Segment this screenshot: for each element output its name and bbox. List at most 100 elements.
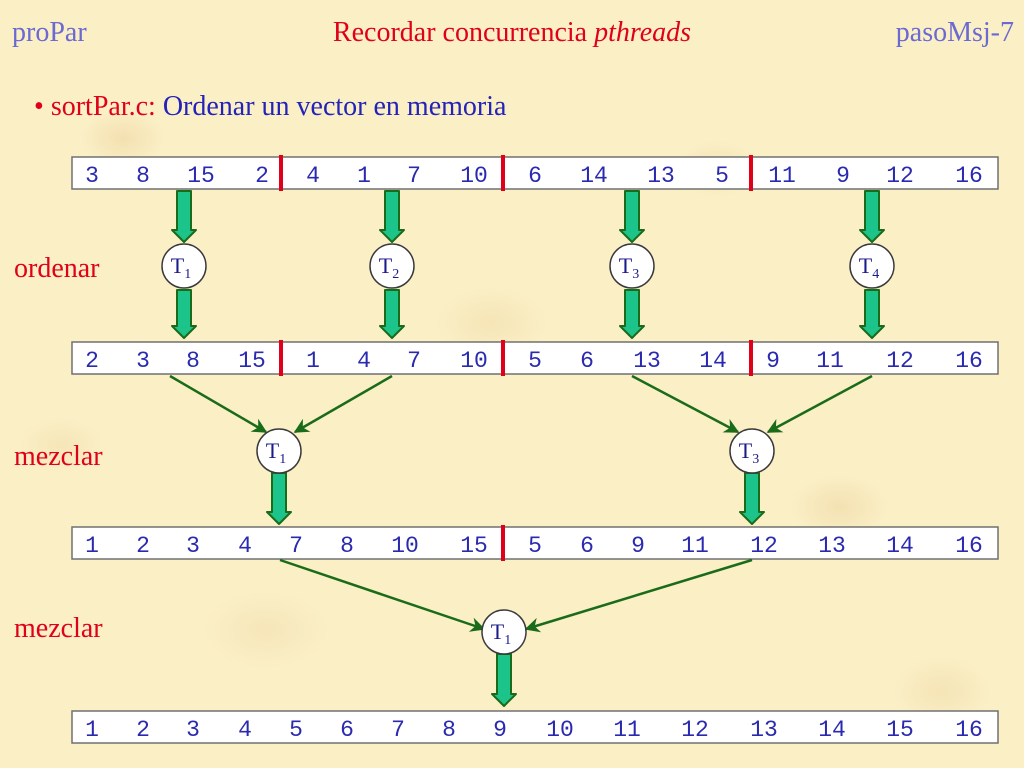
array-value: 12 bbox=[886, 348, 914, 374]
thread-t1-merge1-circle bbox=[256, 428, 302, 474]
bullet-label: sortPar.c: bbox=[50, 91, 156, 122]
array-value: 16 bbox=[955, 348, 983, 374]
array-value: 2 bbox=[255, 163, 269, 189]
thread-letter: T bbox=[739, 438, 753, 463]
arrow-to-thread-sort bbox=[619, 190, 645, 243]
thread-t4-sort: T4 bbox=[849, 243, 895, 289]
array-value: 15 bbox=[187, 163, 215, 189]
arrow-merge1-left-a bbox=[169, 374, 268, 434]
array-value: 9 bbox=[836, 163, 850, 189]
array-value: 1 bbox=[357, 163, 371, 189]
arrow-merge2-left bbox=[279, 558, 486, 632]
thread-t1-merge1-label: T1 bbox=[266, 438, 286, 467]
bullet-line: • sortPar.c: Ordenar un vector en memori… bbox=[34, 90, 506, 124]
array-value: 4 bbox=[306, 163, 320, 189]
array-value: 14 bbox=[818, 717, 846, 743]
bullet-text: Ordenar un vector en memoria bbox=[155, 91, 507, 122]
thread-subscript: 4 bbox=[872, 267, 879, 282]
array-value: 10 bbox=[546, 717, 574, 743]
array-value: 16 bbox=[955, 163, 983, 189]
bullet-marker: • bbox=[34, 91, 44, 122]
thread-t4-sort-circle bbox=[849, 243, 895, 289]
thread-subscript: 1 bbox=[504, 633, 511, 648]
array-value: 11 bbox=[681, 533, 709, 559]
arrow-from-thread-merge2 bbox=[491, 653, 517, 707]
arrow-merge2-right bbox=[524, 558, 753, 633]
arrow-to-thread-sort bbox=[859, 190, 885, 243]
array-value: 6 bbox=[528, 163, 542, 189]
array-value: 13 bbox=[647, 163, 675, 189]
array-value: 10 bbox=[391, 533, 419, 559]
thread-letter: T bbox=[619, 253, 633, 278]
slide-title-italic: pthreads bbox=[594, 17, 692, 48]
array-value: 7 bbox=[289, 533, 303, 559]
thread-t1-merge2-circle bbox=[481, 609, 527, 655]
array-value: 13 bbox=[818, 533, 846, 559]
arrow-from-thread-sort bbox=[619, 289, 645, 339]
array-value: 7 bbox=[407, 163, 421, 189]
thread-t3-sort-circle bbox=[609, 243, 655, 289]
slide-title: Recordar concurrencia pthreads bbox=[0, 16, 1024, 50]
stage-label-sort: ordenar bbox=[14, 253, 100, 284]
array-value: 11 bbox=[816, 348, 844, 374]
thread-letter: T bbox=[379, 253, 393, 278]
arrow-from-thread-merge1-right bbox=[739, 472, 765, 525]
thread-t1-sort-label: T1 bbox=[171, 253, 191, 282]
thread-t2-sort-label: T2 bbox=[379, 253, 399, 282]
arrow-to-thread-sort bbox=[379, 190, 405, 243]
thread-subscript: 2 bbox=[392, 267, 399, 282]
array-value: 12 bbox=[681, 717, 709, 743]
array-value: 14 bbox=[699, 348, 727, 374]
stage-label-merge-1: mezclar bbox=[14, 441, 103, 472]
arrow-from-thread-sort bbox=[379, 289, 405, 339]
array-value: 7 bbox=[407, 348, 421, 374]
array-value: 2 bbox=[136, 717, 150, 743]
array-value: 12 bbox=[750, 533, 778, 559]
array-value: 8 bbox=[186, 348, 200, 374]
array-value: 13 bbox=[633, 348, 661, 374]
array-value: 14 bbox=[886, 533, 914, 559]
array-value: 1 bbox=[85, 717, 99, 743]
array-value: 8 bbox=[442, 717, 456, 743]
array-value: 6 bbox=[580, 533, 594, 559]
array-initial-box bbox=[71, 156, 999, 190]
thread-t1-merge2-label: T1 bbox=[491, 619, 511, 648]
array-value: 16 bbox=[955, 533, 983, 559]
thread-t2-sort-circle bbox=[369, 243, 415, 289]
thread-t1-sort-circle bbox=[161, 243, 207, 289]
array-merged-halves-box bbox=[71, 526, 999, 560]
thread-t1-sort: T1 bbox=[161, 243, 207, 289]
thread-t1-merge1: T1 bbox=[256, 428, 302, 474]
array-value: 11 bbox=[613, 717, 641, 743]
thread-subscript: 3 bbox=[752, 452, 759, 467]
array-value: 10 bbox=[460, 348, 488, 374]
arrow-from-thread-merge1-left bbox=[266, 472, 292, 525]
array-value: 2 bbox=[85, 348, 99, 374]
array-value: 5 bbox=[289, 717, 303, 743]
array-value: 5 bbox=[715, 163, 729, 189]
arrow-merge1-left-b bbox=[293, 374, 393, 434]
array-value: 8 bbox=[136, 163, 150, 189]
thread-subscript: 3 bbox=[632, 267, 639, 282]
stage-label-merge-2: mezclar bbox=[14, 613, 103, 644]
thread-t4-sort-label: T4 bbox=[859, 253, 879, 282]
thread-t3-merge1-circle bbox=[729, 428, 775, 474]
array-value: 7 bbox=[391, 717, 405, 743]
array-value: 15 bbox=[238, 348, 266, 374]
array-value: 11 bbox=[768, 163, 796, 189]
arrow-to-thread-sort bbox=[171, 190, 197, 243]
thread-t1-merge2: T1 bbox=[481, 609, 527, 655]
array-value: 4 bbox=[238, 533, 252, 559]
array-value: 1 bbox=[85, 533, 99, 559]
array-value: 5 bbox=[528, 348, 542, 374]
array-value: 13 bbox=[750, 717, 778, 743]
thread-letter: T bbox=[859, 253, 873, 278]
array-value: 9 bbox=[631, 533, 645, 559]
array-value: 3 bbox=[186, 717, 200, 743]
arrow-from-thread-sort bbox=[171, 289, 197, 339]
thread-t3-sort-label: T3 bbox=[619, 253, 639, 282]
thread-letter: T bbox=[266, 438, 280, 463]
